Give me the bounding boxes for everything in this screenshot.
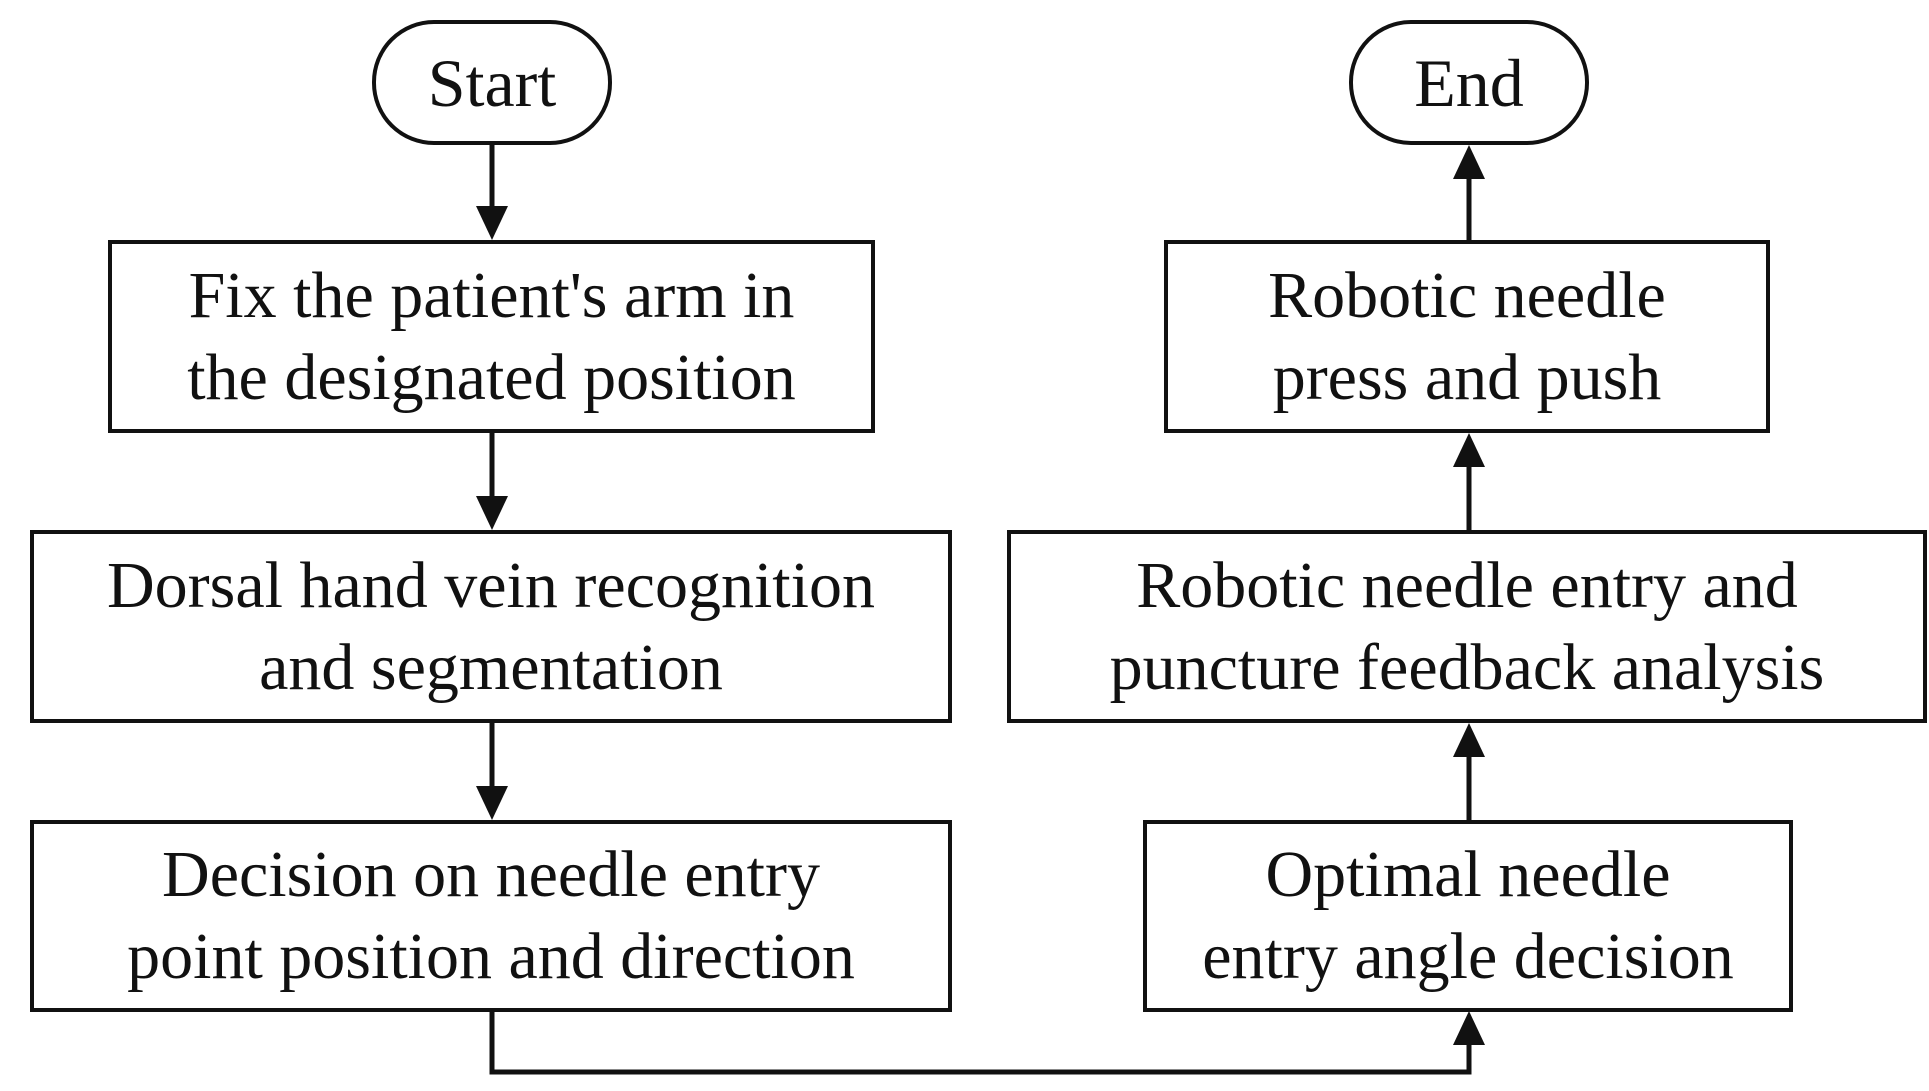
step-vein-recognition: Dorsal hand vein recognition and segment…: [30, 530, 952, 723]
step-entry-feedback-analysis: Robotic needle entry and puncture feedba…: [1007, 530, 1927, 723]
step-label-line2: point position and direction: [127, 920, 855, 993]
arrowhead-entry-point: [476, 786, 508, 820]
step-label-line1: Dorsal hand vein recognition: [107, 548, 875, 622]
start-label: Start: [427, 44, 557, 121]
step-label-line1: Fix the patient's arm in: [188, 258, 795, 332]
arrowhead-end: [1453, 145, 1485, 179]
step-label-line1: Robotic needle: [1268, 258, 1666, 332]
end-terminal: End: [1349, 20, 1589, 145]
step-fix-patient-arm: Fix the patient's arm in the designated …: [108, 240, 875, 433]
arrow-entry-point-to-optimal-angle: [489, 1012, 1472, 1075]
step-label-line2: puncture feedback analysis: [1109, 630, 1825, 704]
arrowhead-fix-arm: [476, 206, 508, 240]
arrowhead-entry-feedback: [1453, 723, 1485, 757]
step-press-and-push: Robotic needle press and push: [1164, 240, 1770, 433]
step-label-line2: and segmentation: [259, 630, 723, 704]
step-label-line1: Robotic needle entry and: [1136, 548, 1798, 622]
step-label-line2: entry angle decision: [1202, 920, 1734, 993]
end-label: End: [1414, 44, 1524, 121]
step-entry-point-decision: Decision on needle entry point position …: [30, 820, 952, 1012]
step-label-line1: Decision on needle entry: [162, 838, 820, 911]
step-label-line1: Optimal needle: [1265, 838, 1671, 911]
arrowhead-optimal-angle: [1453, 1011, 1485, 1045]
arrowhead-vein-recognition: [476, 496, 508, 530]
start-terminal: Start: [372, 20, 612, 145]
step-optimal-angle-decision: Optimal needle entry angle decision: [1143, 820, 1793, 1012]
step-label-line2: press and push: [1272, 340, 1662, 414]
step-label-line2: the designated position: [187, 340, 796, 414]
arrowhead-press-push: [1453, 433, 1485, 467]
